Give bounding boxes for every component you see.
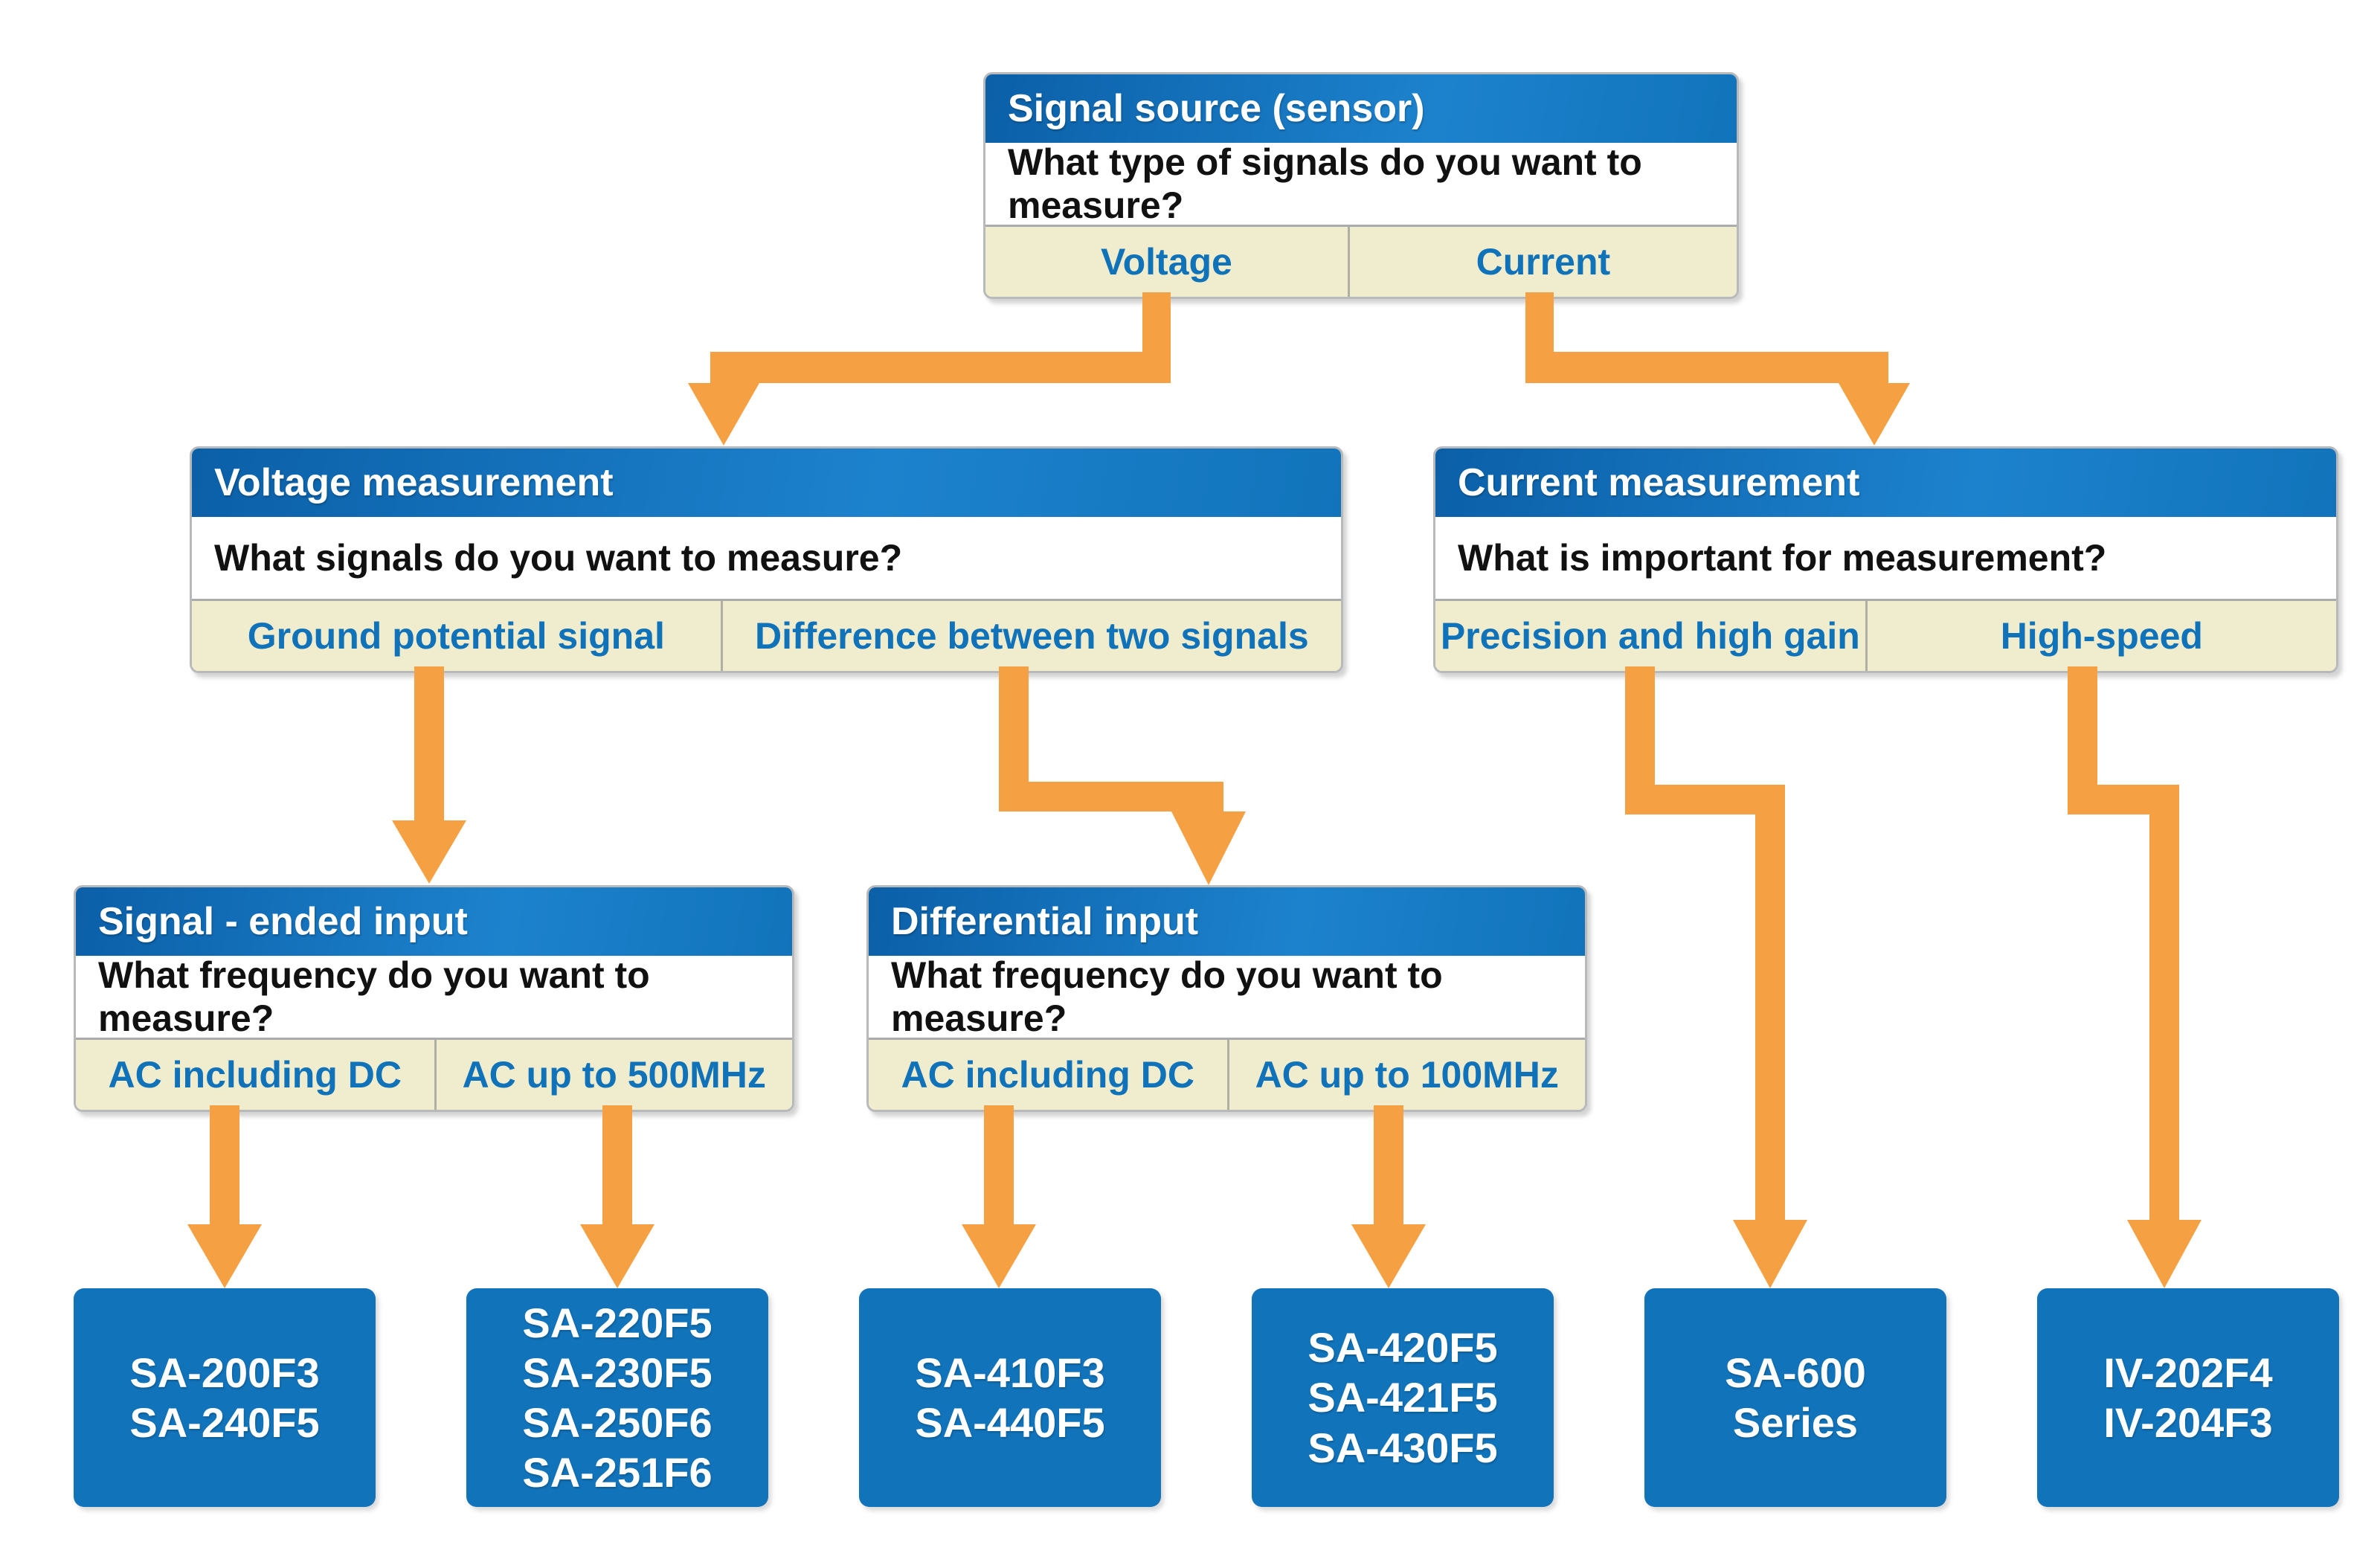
node-differential-input-header: Differential input (869, 887, 1585, 956)
node-signal-source: Signal source (sensor) What type of sign… (983, 72, 1739, 299)
node-voltage-measurement-question: What signals do you want to measure? (192, 517, 1341, 599)
node-differential-input-title: Differential input (891, 900, 1199, 943)
node-differential-input: Differential input What frequency do you… (866, 885, 1587, 1112)
result-sa-600-series[interactable]: SA-600 Series (1644, 1288, 1946, 1507)
node-current-measurement: Current measurement What is important fo… (1433, 446, 2338, 673)
node-signal-ended-input-header: Signal - ended input (76, 887, 792, 956)
node-differential-input-question: What frequency do you want to measure? (869, 954, 1585, 1039)
node-voltage-measurement-options: Ground potential signal Difference betwe… (192, 599, 1341, 671)
node-signal-ended-input-options: AC including DC AC up to 500MHz (76, 1038, 792, 1110)
node-current-measurement-options: Precision and high gain High-speed (1435, 599, 2336, 671)
arrow-segment (984, 1105, 1014, 1224)
arrow-segment (2068, 785, 2179, 814)
arrow-segment (210, 1105, 239, 1224)
result-sa-200f3-sa-240f5[interactable]: SA-200F3 SA-240F5 (74, 1288, 376, 1507)
option-current[interactable]: Current (1347, 227, 1737, 297)
node-signal-source-options: Voltage Current (985, 225, 1737, 297)
arrow-head-icon (2127, 1220, 2202, 1288)
node-signal-source-title: Signal source (sensor) (1008, 87, 1425, 130)
arrow-head-icon (962, 1224, 1036, 1288)
node-current-measurement-question: What is important for measurement? (1435, 517, 2336, 599)
arrow-head-icon (1171, 811, 1246, 885)
arrow-head-icon (688, 383, 759, 446)
node-signal-source-header: Signal source (sensor) (985, 74, 1737, 143)
result-iv-202f4-iv-204f3[interactable]: IV-202F4 IV-204F3 (2037, 1288, 2339, 1507)
arrow-segment (1525, 352, 1888, 383)
arrow-segment (1525, 292, 1554, 383)
node-signal-ended-input-title: Signal - ended input (98, 900, 468, 943)
arrow-segment (1625, 666, 1655, 814)
option-ground-potential-signal[interactable]: Ground potential signal (247, 615, 665, 657)
node-voltage-measurement-title: Voltage measurement (214, 461, 614, 504)
result-sa-220f5-group[interactable]: SA-220F5 SA-230F5 SA-250F6 SA-251F6 (466, 1288, 768, 1507)
node-signal-source-question: What type of signals do you want to meas… (985, 141, 1737, 226)
option-voltage[interactable]: Voltage (1100, 241, 1232, 283)
option-ac-up-to-100mhz[interactable]: AC up to 100MHz (1226, 1040, 1586, 1110)
node-voltage-measurement: Voltage measurement What signals do you … (190, 446, 1343, 673)
node-voltage-measurement-header: Voltage measurement (192, 449, 1341, 517)
option-single-ac-including-dc[interactable]: AC including DC (108, 1054, 402, 1096)
arrow-segment (602, 1105, 632, 1224)
node-current-measurement-header: Current measurement (1435, 449, 2336, 517)
arrow-head-icon (187, 1224, 262, 1288)
arrow-head-icon (1839, 383, 1910, 446)
option-precision-and-high-gain[interactable]: Precision and high gain (1440, 615, 1860, 657)
option-difference-between-two-signals[interactable]: Difference between two signals (720, 601, 1341, 671)
option-diff-ac-including-dc[interactable]: AC including DC (901, 1054, 1194, 1096)
arrow-segment (414, 666, 444, 820)
arrow-segment (999, 782, 1223, 811)
arrow-segment (1142, 292, 1171, 383)
node-signal-ended-input: Signal - ended input What frequency do y… (74, 885, 794, 1112)
arrow-segment (710, 352, 1171, 383)
arrow-head-icon (1351, 1224, 1426, 1288)
option-ac-up-to-500mhz[interactable]: AC up to 500MHz (434, 1040, 793, 1110)
arrow-segment (2149, 814, 2179, 1220)
node-current-measurement-title: Current measurement (1458, 461, 1860, 504)
result-sa-420f5-group[interactable]: SA-420F5 SA-421F5 SA-430F5 (1252, 1288, 1554, 1507)
node-differential-input-options: AC including DC AC up to 100MHz (869, 1038, 1585, 1110)
arrow-head-icon (1733, 1220, 1807, 1288)
arrow-head-icon (392, 820, 466, 884)
arrow-segment (2068, 666, 2097, 814)
arrow-segment (1755, 814, 1785, 1220)
option-high-speed[interactable]: High-speed (1865, 601, 2336, 671)
arrow-segment (1374, 1105, 1403, 1224)
arrow-head-icon (580, 1224, 654, 1288)
arrow-segment (1625, 785, 1785, 814)
result-sa-410f3-sa-440f5[interactable]: SA-410F3 SA-440F5 (859, 1288, 1161, 1507)
arrow-segment (999, 666, 1029, 811)
node-signal-ended-input-question: What frequency do you want to measure? (76, 954, 792, 1039)
